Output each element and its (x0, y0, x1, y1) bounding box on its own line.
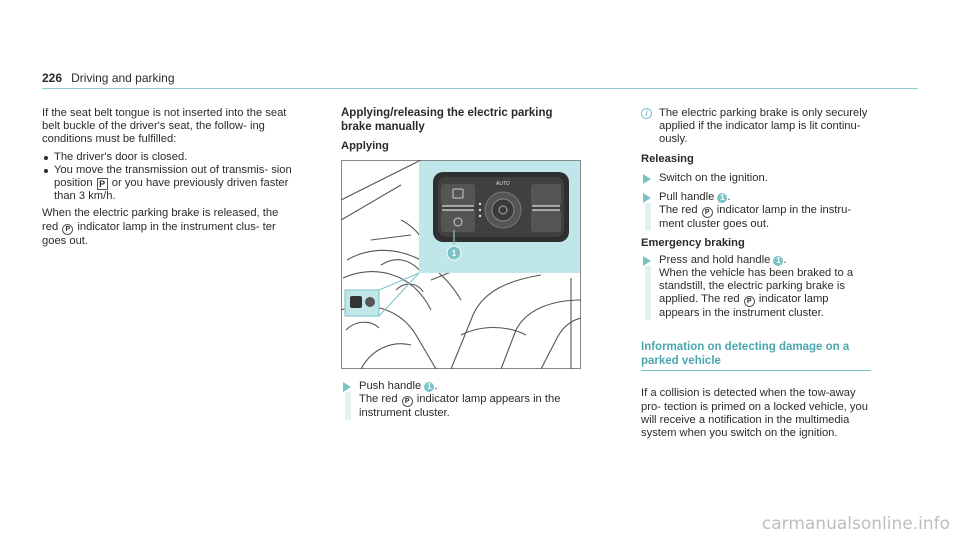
transmission-p-icon: P (96, 178, 108, 191)
bullet-text: The driver's door is closed. (54, 150, 188, 163)
small-knob-icon (365, 297, 375, 307)
step-arrow-icon (643, 173, 651, 184)
parking-brake-icon: P (701, 207, 713, 219)
column-right: i The electric parking brake is only sec… (641, 107, 871, 444)
handle-number-badge: 1 (773, 255, 784, 266)
step-text: The red (359, 393, 398, 406)
callout-number-1 (446, 245, 462, 261)
park-symbol-icon (453, 217, 463, 227)
auto-label: AUTO (496, 181, 510, 187)
step-text: The red (659, 204, 698, 217)
dashboard-illustration: AUTO 1 (340, 159, 582, 370)
column-left: If the seat belt tongue is not inserted … (42, 107, 297, 252)
subheading-emergency: Emergency braking (641, 237, 745, 250)
column-middle: Applying/releasing the electric parking … (341, 107, 581, 156)
list-item: You move the transmission out of transmi… (42, 164, 297, 204)
step-text: Pull handle (659, 191, 715, 204)
step-text: Push handle (359, 380, 422, 392)
step-text: When the vehicle has been braked to a st… (659, 266, 854, 306)
right-upper-button (531, 184, 561, 206)
header-rule (42, 88, 918, 89)
applying-steps: Push handle 1. The red P indicator lamp … (341, 380, 581, 426)
intro-paragraph: If the seat belt tongue is not inserted … (42, 107, 287, 146)
info-paragraph: If a collision is detected when the tow-… (641, 387, 868, 440)
step-arrow-icon (643, 193, 651, 204)
release-text: indicator lamp in the instrument clus- t… (42, 220, 276, 247)
right-lower-button (531, 210, 561, 232)
info-icon: i (641, 108, 652, 119)
step-arrow-icon (643, 255, 651, 266)
info-section-heading: Information on detecting damage on a par… (641, 341, 850, 368)
handle-number-badge: 1 (717, 193, 728, 204)
handle-number-badge: 1 (424, 382, 435, 392)
step-arrow-icon (343, 382, 351, 392)
parking-brake-icon: P (401, 396, 413, 408)
release-paragraph: When the electric parking brake is relea… (42, 207, 297, 247)
bullet-text: You move the transmission out of transmi… (54, 163, 292, 190)
watermark: carmanualsonline.info (761, 513, 950, 534)
callout-number-text: 1 (452, 249, 457, 258)
step-text: Switch on the ignition. (659, 171, 768, 184)
list-item: The driver's door is closed. (42, 151, 297, 164)
step-text: Press and hold handle (659, 253, 771, 266)
step-text: indicator lamp in the instru- ment clust… (659, 204, 852, 231)
parking-brake-icon: P (62, 223, 74, 235)
section-heading: Applying/releasing the electric parking … (341, 107, 553, 133)
parking-brake-figure: AUTO 1 (340, 159, 582, 370)
parking-brake-icon: P (743, 296, 755, 308)
info-heading-rule (641, 370, 871, 372)
bullet-text: or you have previously driven faster tha… (54, 177, 289, 203)
subheading-releasing: Releasing (641, 152, 694, 165)
section-title: Driving and parking (71, 71, 175, 85)
step-switch-ignition: Switch on the ignition. (641, 172, 871, 185)
step-pull-handle: Pull handle 1. The red P indicator lamp … (641, 191, 871, 232)
small-switch-icon (350, 296, 362, 308)
page-number: 226 (42, 71, 63, 85)
info-note: i The electric parking brake is only sec… (641, 107, 871, 147)
parking-brake-handle (441, 210, 475, 232)
conditions-list: The driver's door is closed. You move th… (42, 151, 297, 204)
subheading-applying: Applying (341, 140, 389, 152)
release-text: When the electric parking brake is relea… (42, 207, 279, 233)
left-upper-button (441, 184, 475, 206)
step-press-hold-handle: Press and hold handle 1. When the vehicl… (641, 254, 871, 321)
step-text: indicator lamp appears in the instrument… (659, 293, 829, 320)
page-header: 226 Driving and parking (42, 71, 918, 87)
step-push-handle: Push handle 1. The red P indicator lamp … (341, 380, 581, 421)
step-text: indicator lamp appears in the instrument… (359, 393, 561, 420)
brake-symbol-icon (452, 188, 464, 199)
note-text: The electric parking brake is only secur… (659, 107, 868, 146)
